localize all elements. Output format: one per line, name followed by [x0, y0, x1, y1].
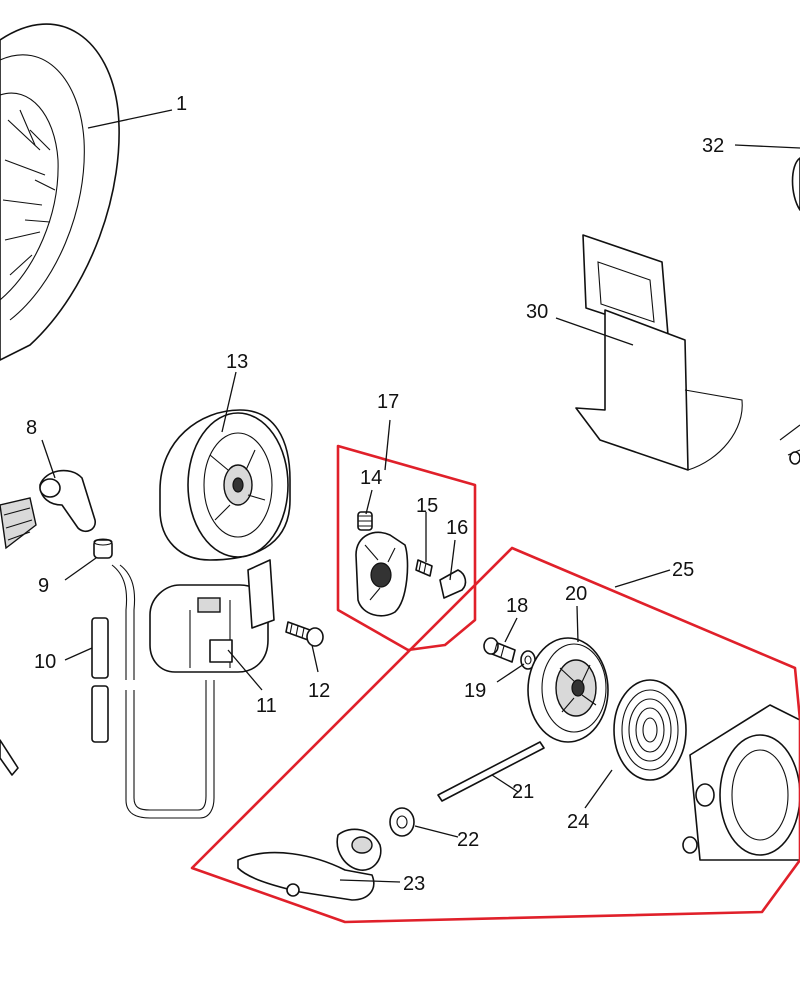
part-10-tubes	[0, 617, 109, 776]
callout-13: 13	[226, 351, 248, 373]
callout-19: 19	[464, 680, 486, 702]
callout-labels: 1 8 9 10 11 12 13 14 15 16 17 18 19 20 2…	[26, 93, 724, 895]
callout-16: 16	[446, 517, 468, 539]
part-1-fan-housing	[0, 23, 120, 361]
part-18-bolt	[483, 637, 516, 663]
callout-18: 18	[506, 595, 528, 617]
part-22-grommet	[389, 807, 415, 837]
part-17-clutch-hub	[355, 531, 409, 617]
part-32-fitting	[791, 157, 800, 211]
partial-part-right-edge	[779, 424, 800, 465]
part-13-flywheel	[159, 409, 291, 561]
callout-17: 17	[377, 391, 399, 413]
callout-25: 25	[672, 559, 694, 581]
callout-15: 15	[416, 495, 438, 517]
part-30-gasket-shield	[575, 234, 743, 471]
ignition-lead	[111, 564, 215, 819]
callout-23: 23	[403, 873, 425, 895]
highlight-outline-starter-group	[190, 546, 800, 924]
part-20-pulley	[527, 637, 609, 743]
callout-10: 10	[34, 651, 56, 673]
callout-12: 12	[308, 680, 330, 702]
part-14-spring	[357, 511, 373, 531]
part-24-recoil-spring	[613, 679, 687, 781]
part-9-sleeve	[93, 538, 113, 559]
callout-14: 14	[360, 467, 382, 489]
part-16-clip	[439, 569, 467, 599]
part-23-starter-handle	[237, 828, 382, 901]
part-25-starter-housing	[682, 704, 800, 861]
part-11-ignition-coil	[149, 559, 275, 673]
part-21-starter-rope	[437, 741, 545, 802]
callout-9: 9	[38, 575, 49, 597]
callout-1: 1	[176, 93, 187, 115]
callout-22: 22	[457, 829, 479, 851]
leader-lines	[41, 109, 800, 883]
callout-32: 32	[702, 135, 724, 157]
callout-21: 21	[512, 781, 534, 803]
part-15-bolt	[415, 559, 433, 577]
callout-20: 20	[565, 583, 587, 605]
callout-11: 11	[256, 695, 277, 717]
part-12-screw	[285, 621, 324, 647]
callout-30: 30	[526, 301, 548, 323]
highlight-outline-clutch-group	[336, 444, 477, 652]
callout-8: 8	[26, 417, 37, 439]
part-8-spark-plug-boot	[0, 469, 96, 550]
callout-24: 24	[567, 811, 589, 833]
